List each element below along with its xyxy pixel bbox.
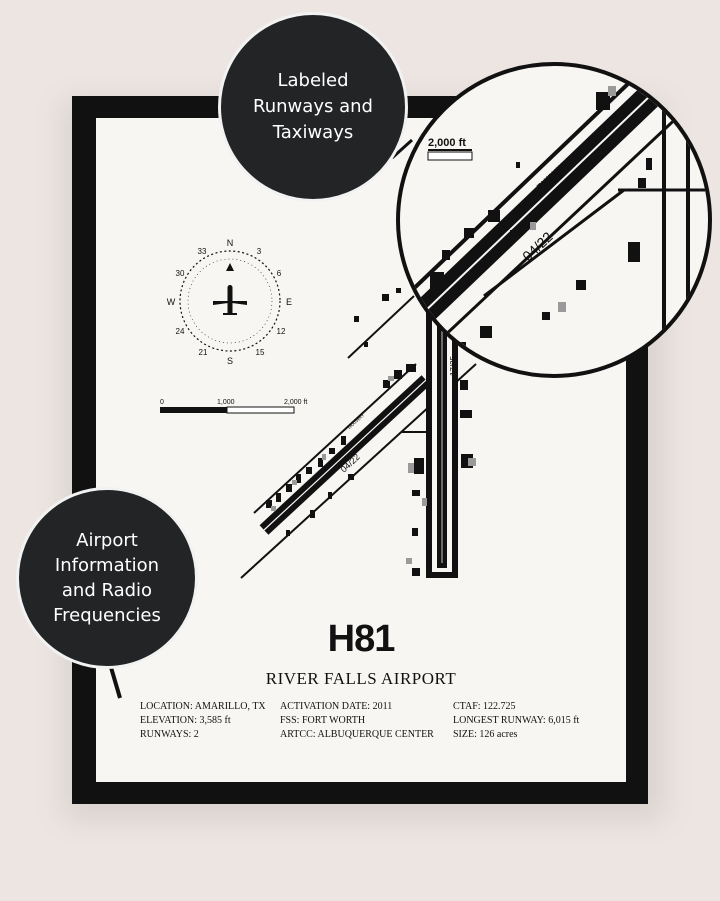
- scale-label-2000: 2,000 ft: [284, 399, 307, 406]
- compass-deg-15: 15: [256, 348, 265, 357]
- scale-bar: 0 1,000 2,000 ft: [160, 399, 307, 414]
- info-callout-line-3: and Radio: [61, 580, 153, 601]
- runway-17-35: [402, 308, 458, 578]
- zoomed-runway-view: 2,000 ft 04/22 TAXIWAY: [404, 78, 708, 374]
- info-runways: RUNWAYS: 2: [140, 729, 199, 740]
- scale-label-0: 0: [160, 399, 164, 406]
- info-callout-line-2: Information: [54, 555, 160, 576]
- info-callout: Airport Information and Radio Frequencie…: [16, 487, 198, 669]
- airport-diagram: N S E W 3 6 12 15 21 24 30 33 0 1,000 2,…: [160, 238, 477, 579]
- compass-south: S: [227, 356, 233, 366]
- info-column-3: CTAF: 122.725 LONGEST RUNWAY: 6,015 ft S…: [453, 700, 579, 742]
- buildings: [266, 288, 473, 576]
- runways-callout: Labeled Runways and Taxiways: [218, 12, 408, 202]
- runways-callout-line-3: Taxiways: [272, 122, 354, 143]
- runways-callout-line-2: Runways and: [253, 96, 373, 117]
- info-location: LOCATION: AMARILLO, TX: [140, 701, 266, 712]
- info-elevation: ELEVATION: 3,585 ft: [140, 715, 231, 726]
- runways-callout-line-1: Labeled: [277, 70, 349, 91]
- compass-west: W: [167, 297, 176, 307]
- compass-deg-21: 21: [199, 348, 208, 357]
- taxiway-label-vertical: TAXIWAY: [428, 544, 434, 566]
- airport-code: H81: [327, 618, 396, 660]
- airport-name: RIVER FALLS AIRPORT: [265, 669, 457, 688]
- compass-deg-6: 6: [277, 269, 282, 278]
- info-callout-line-1: Airport: [76, 530, 138, 551]
- compass-deg-3: 3: [257, 247, 262, 256]
- airplane-icon: [213, 285, 247, 315]
- info-column-1: LOCATION: AMARILLO, TX ELEVATION: 3,585 …: [140, 700, 266, 742]
- info-longest-runway: LONGEST RUNWAY: 6,015 ft: [453, 715, 580, 726]
- info-artcc: ARTCC: ALBUQUERQUE CENTER: [280, 729, 434, 740]
- compass-deg-24: 24: [176, 327, 185, 336]
- scale-label-1000: 1,000: [217, 399, 235, 406]
- compass-deg-30: 30: [176, 269, 185, 278]
- runway-label-17-35: 17/35: [449, 355, 458, 376]
- compass-deg-33: 33: [198, 247, 207, 256]
- compass-north: N: [227, 238, 234, 248]
- compass-east: E: [286, 297, 292, 307]
- buildings-grey: [271, 376, 476, 564]
- runway-04-22: [240, 295, 477, 579]
- zoom-scale-label: 2,000 ft: [428, 137, 466, 149]
- taxiway-label-diag: TAXIWAY: [346, 412, 366, 432]
- info-callout-line-4: Frequencies: [53, 605, 161, 626]
- compass-deg-12: 12: [277, 327, 286, 336]
- info-fss: FSS: FORT WORTH: [280, 715, 366, 726]
- info-size: SIZE: 126 acres: [453, 729, 518, 740]
- info-column-2: ACTIVATION DATE: 2011 FSS: FORT WORTH AR…: [280, 700, 434, 742]
- info-ctaf: CTAF: 122.725: [453, 701, 516, 712]
- compass-rose: N S E W 3 6 12 15 21 24 30 33: [167, 238, 292, 366]
- info-activation-date: ACTIVATION DATE: 2011: [280, 701, 393, 712]
- magnifier-lens: 2,000 ft 04/22 TAXIWAY: [396, 62, 712, 378]
